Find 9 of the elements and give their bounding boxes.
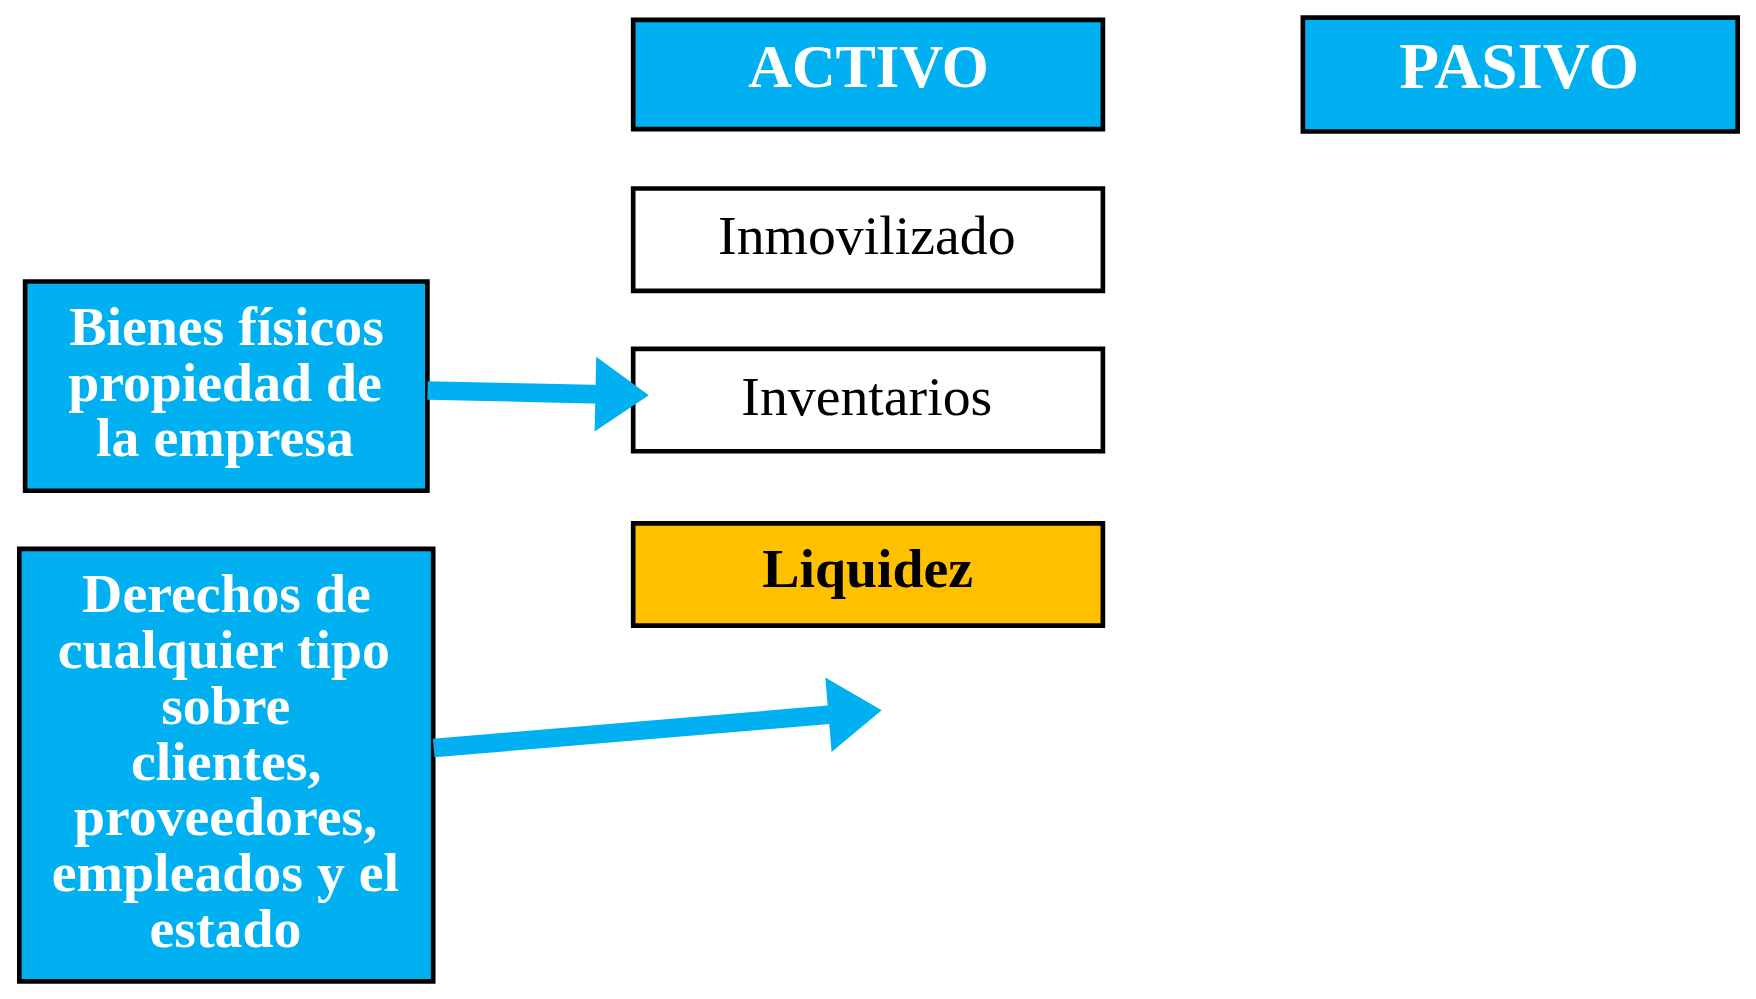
node-box: Liquidez bbox=[630, 521, 1105, 628]
node-box: Inventarios bbox=[630, 346, 1105, 454]
node-box: Derechos de cualquier tipo sobre clientes, proveedores, empleados y el estado bbox=[16, 546, 436, 984]
node-box: Inmovilizado bbox=[630, 186, 1105, 294]
node-box: Bienes físicos propiedad de la empresa bbox=[22, 279, 430, 494]
arrow bbox=[426, 356, 649, 432]
node-box: ACTIVO bbox=[630, 17, 1105, 132]
node-box: PASIVO bbox=[1300, 15, 1740, 134]
arrow bbox=[432, 677, 882, 758]
